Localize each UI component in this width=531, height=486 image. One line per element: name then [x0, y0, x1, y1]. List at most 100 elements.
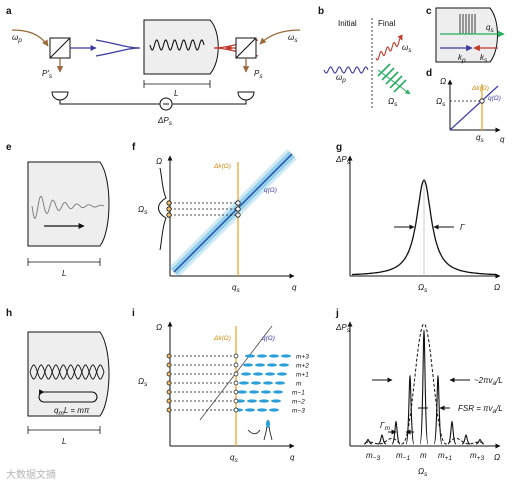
roundtrip-arrow	[38, 389, 98, 403]
mode-label: m−1	[292, 390, 305, 397]
mode-right-dot	[233, 371, 239, 377]
f-qs: qs	[232, 283, 240, 294]
standing-wave-2	[29, 364, 105, 380]
d-qO: q(Ω)	[488, 95, 501, 102]
mode-left-dot	[166, 407, 172, 413]
mode-dash-mark	[257, 354, 267, 358]
mode-dash-mark	[245, 354, 255, 358]
mode-dash-mark	[237, 390, 247, 394]
j-ticks: m−3 m−1 m m+1 m+3	[366, 451, 484, 462]
mode-right-dot	[233, 353, 239, 359]
phonon-icon	[377, 63, 411, 95]
panel-label-i: i	[132, 308, 135, 319]
decaying-wave	[31, 195, 105, 219]
kp-label: kp	[458, 53, 466, 64]
mode-dash-mark	[253, 372, 263, 376]
acoustic-wave-a	[149, 39, 205, 51]
i-xaxis: q	[290, 453, 295, 462]
mode-peak	[447, 420, 457, 445]
watermark: 大数据文摘	[6, 470, 56, 481]
d-qs: qs	[476, 133, 484, 144]
mode-dash-mark	[269, 354, 279, 358]
mode-right-dot	[233, 407, 239, 413]
qs-label-c: qs	[486, 23, 494, 34]
mode-left-dot	[166, 389, 172, 395]
mode-dash-mark	[267, 363, 277, 367]
panel-a: ωp P′s L Ps ωs ΔPs	[11, 19, 301, 127]
mode-dash-mark	[249, 390, 259, 394]
panel-label-e: e	[6, 142, 12, 153]
svg-text:m−3: m−3	[366, 451, 380, 462]
j-fsr: FSR = πva/L	[458, 404, 503, 415]
pump-arrow	[11, 29, 49, 47]
mode-peak	[405, 375, 415, 445]
h-cond: qmL = mπ	[54, 406, 90, 417]
j-yaxis: ΔPs	[335, 323, 351, 334]
initial-label: Initial	[338, 19, 357, 28]
det-left-label: P′s	[42, 69, 53, 80]
mode-left-dot	[166, 362, 172, 368]
panel-label-a: a	[6, 6, 12, 17]
j-omega-s: Ωs	[418, 467, 428, 478]
signal-photon	[375, 34, 403, 61]
panel-label-b: b	[318, 6, 324, 17]
panel-c: qs kp ks	[435, 7, 505, 64]
length-label-h: L	[62, 437, 66, 446]
mode-dash-mark	[265, 372, 275, 376]
f-xaxis: q	[292, 283, 297, 292]
j-gamma: Γm	[380, 421, 391, 432]
mode-right-dot	[233, 362, 239, 368]
mode-dash-mark	[271, 399, 281, 403]
sinc-envelope	[365, 323, 483, 445]
ws-label: ωs	[402, 43, 412, 54]
length-label-a: L	[174, 89, 178, 98]
g-gamma: Γ	[460, 223, 465, 232]
panel-g: ΔPs Ω Γ Ωs	[335, 155, 501, 294]
mode-peak	[377, 434, 387, 445]
mode-peak	[363, 438, 373, 445]
mode-peak	[391, 420, 401, 445]
mode-left-dot	[166, 353, 172, 359]
delta-p-label-a: ΔPs	[157, 116, 173, 127]
mode-dash-mark	[257, 408, 267, 412]
mode-dash-mark	[275, 381, 285, 385]
i-yaxis: Ω	[156, 323, 162, 332]
f-dk: Δk(Ω)	[213, 163, 231, 170]
panel-label-c: c	[426, 6, 432, 17]
panel-label-f: f	[132, 142, 136, 153]
mode-right-dot	[233, 380, 239, 386]
d-yaxis: Ω	[440, 77, 446, 86]
mode-dash-mark	[251, 381, 261, 385]
mode-dash-mark	[243, 363, 253, 367]
panel-e: L	[27, 161, 110, 278]
signal-label: ωs	[288, 33, 298, 44]
panel-h: qmL = mπ L	[27, 331, 110, 446]
j-width: ~2πva/L	[474, 376, 503, 387]
svg-text:m+1: m+1	[438, 451, 452, 462]
i-omega-s: Ωs	[138, 377, 148, 388]
d-omega-s: Ωs	[436, 97, 446, 108]
panel-d: Ω q Δk(Ω) q(Ω) Ωs qs	[436, 77, 505, 144]
mode-dash-mark	[239, 381, 249, 385]
d-xaxis: q	[500, 135, 505, 144]
mode-peak	[475, 438, 485, 445]
final-label: Final	[378, 19, 396, 28]
mode-dash-mark	[277, 372, 287, 376]
pump-photon	[323, 66, 369, 74]
j-xaxis: Ω	[494, 453, 500, 462]
det-right-label: Ps	[254, 69, 263, 80]
panel-label-d: d	[426, 68, 432, 79]
mode-dash-mark	[241, 372, 251, 376]
panel-label-g: g	[336, 142, 342, 153]
panel-b: Initial Final ωp ωs Ωs	[323, 18, 412, 108]
wp-label: ωp	[336, 73, 346, 84]
mode-label: m−3	[292, 408, 305, 415]
mode-rows: m+3m+2m+1mm−1m−2m−3	[166, 353, 309, 415]
mode-dash-mark	[255, 363, 265, 367]
svg-text:m: m	[420, 451, 427, 460]
mode-dash-mark	[259, 399, 269, 403]
g-xaxis: Ω	[494, 283, 500, 292]
panel-j: ΔPs Ω ~2πva/L FSR = πva/L Γm m−3 m−1 m m…	[335, 321, 503, 478]
panel-i: Ω q q(Ω) Δk(Ω) m+3m+2m+1mm−1m−2m−3 Ωs qs	[138, 321, 309, 464]
